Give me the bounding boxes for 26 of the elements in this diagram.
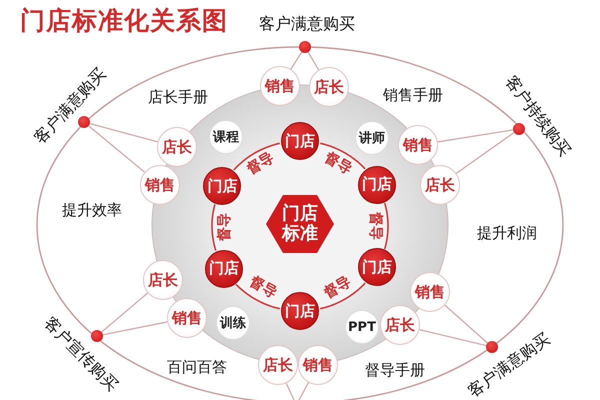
- caption-label: 客户满意购买: [30, 64, 110, 148]
- connector-line: [90, 123, 158, 142]
- connector-line: [419, 329, 486, 346]
- connector-line: [101, 292, 148, 333]
- connector-line: [438, 129, 514, 142]
- region-label: 销售手册: [383, 86, 443, 104]
- region-label: 店长手册: [148, 88, 208, 106]
- connector-line: [286, 382, 295, 400]
- region-label: 提升利润: [477, 224, 537, 242]
- caption-label: 客户宣传购买: [40, 314, 122, 394]
- title: 门店标准化关系图: [20, 7, 228, 34]
- region-label: 督导手册: [365, 362, 425, 378]
- caption-label: 客户持续购买: [502, 72, 574, 160]
- dot: [299, 41, 311, 53]
- region-label: 百问百答: [167, 358, 227, 376]
- connector-line: [290, 52, 302, 70]
- caption-label: 客户满意购买: [465, 330, 553, 400]
- connector-line: [298, 382, 310, 400]
- caption-label: 客户满意购买: [259, 15, 355, 33]
- connector-line: [308, 52, 320, 70]
- connector-line: [444, 304, 488, 344]
- connector-line: [102, 321, 168, 336]
- region-label: 提升效率: [62, 202, 122, 218]
- connector-line: [88, 125, 145, 173]
- connector-line: [456, 132, 514, 174]
- dot: [78, 116, 90, 128]
